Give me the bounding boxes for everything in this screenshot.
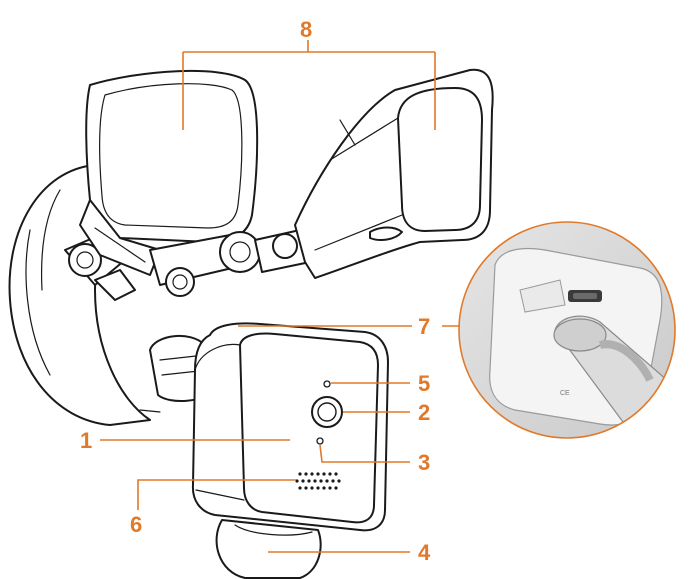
detail-photo-inset: CE [458,221,676,439]
ambient-light-sensor-icon [323,380,331,388]
svg-text:CE: CE [560,390,570,397]
callout-4: 4 [418,540,431,565]
callout-6: 6 [130,512,142,537]
callout-2: 2 [418,400,430,425]
right-floodlight [294,68,494,279]
callout-1: 1 [80,428,92,453]
speaker-grille-icon [295,472,341,490]
callout-3: 3 [418,450,430,475]
callout-8: 8 [300,17,312,42]
leader-lines [100,40,460,553]
callout-5: 5 [418,371,430,396]
motion-sensor-dome [215,519,322,579]
left-floodlight [79,69,259,276]
callout-7: 7 [418,314,430,339]
leader-3 [319,444,410,463]
microphone-icon [316,437,324,445]
camera-body [191,322,389,532]
camera-lens-icon [311,396,343,428]
leader-6 [137,479,296,510]
right-light-joint [219,229,311,273]
